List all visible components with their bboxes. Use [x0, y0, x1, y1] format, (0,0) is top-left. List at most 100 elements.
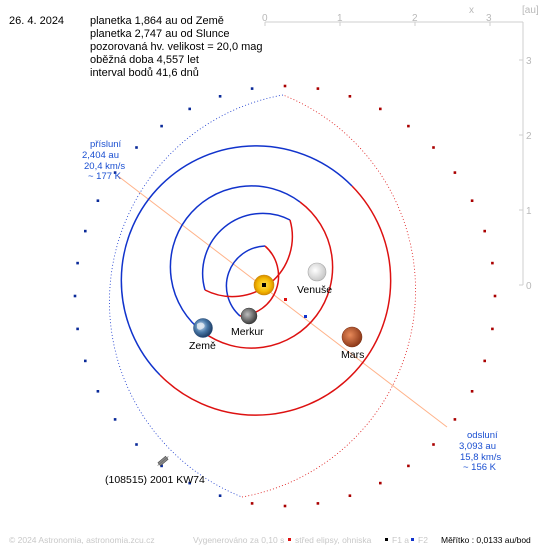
orbit-point	[135, 146, 138, 149]
venus-icon	[307, 262, 327, 282]
orbit-point	[76, 327, 79, 331]
header: 26. 4. 2024 planetka 1,864 au od Země pl…	[9, 15, 263, 79]
orbit-point	[283, 504, 287, 508]
orbit-point	[432, 443, 435, 446]
perihelion-annotation: přísluní 2,404 au 20,4 km/s ~ 177 K	[82, 139, 125, 182]
orbit-point	[316, 87, 320, 90]
venus-orbit-blue	[201, 212, 291, 291]
orbit-point	[96, 199, 100, 202]
venus-label: Venuše	[297, 284, 332, 296]
generated-text: Vygenerováno za 0,10 s	[193, 535, 284, 545]
legend-f2-marker	[411, 538, 414, 541]
earth: Země	[189, 318, 216, 352]
orbit-point	[453, 171, 457, 174]
mars-orbit-red	[159, 185, 392, 416]
mercury-icon	[240, 307, 258, 325]
orbit-point	[491, 327, 494, 331]
orbit-point	[483, 359, 486, 363]
mercury-orbit-blue	[225, 245, 266, 317]
orbit-point	[348, 95, 352, 98]
x-axis-label: x	[469, 5, 474, 16]
asteroid-name: (108515) 2001 KW74	[105, 474, 205, 486]
y-tick-3: 3	[526, 56, 532, 67]
unit-label: [au]	[522, 5, 539, 16]
orbit-point	[188, 481, 191, 485]
orbit-point	[76, 261, 79, 265]
mars-orbit-blue	[120, 145, 353, 376]
orbit-point	[84, 359, 87, 363]
orbit-point	[379, 481, 382, 485]
x-tick-3: 3	[486, 13, 492, 24]
orbit-point	[84, 229, 87, 233]
orbit-point	[470, 390, 474, 393]
aphelion-speed: 15,8 km/s	[460, 452, 501, 463]
orbit-point	[316, 502, 320, 505]
apsis-line	[117, 175, 448, 428]
y-axis: 3 2 1 0	[519, 56, 532, 292]
asteroid-orbit	[73, 84, 497, 508]
asteroid-icon	[157, 455, 169, 467]
orbit-point	[379, 107, 382, 111]
info-line-3: pozorovaná hv. velikost = 20,0 mag	[90, 41, 263, 53]
info-line-5: interval bodů 41,6 dnů	[90, 67, 199, 79]
orbit-point	[96, 390, 100, 393]
legend-f2-text: F2	[418, 535, 428, 545]
venus-orbit-red	[204, 219, 294, 298]
y-tick-1: 1	[526, 206, 532, 217]
asteroid-orbit-red	[241, 94, 416, 498]
perihelion-title: přísluní	[90, 139, 122, 150]
y-tick-0: 0	[526, 281, 532, 292]
asteroid-orbit-blue	[109, 94, 284, 498]
orbit-point	[135, 443, 138, 446]
sun-focus-marker	[262, 283, 266, 287]
mercury: Merkur	[231, 307, 264, 338]
aphelion-title: odsluní	[467, 430, 498, 441]
orbit-point	[348, 494, 352, 497]
orbit-point	[283, 84, 287, 88]
mars-icon	[341, 326, 363, 348]
orbit-point	[470, 199, 474, 202]
earth-orbit-red	[202, 201, 334, 349]
orbit-point	[407, 124, 410, 128]
orbit-point	[407, 464, 410, 468]
perihelion-temperature: ~ 177 K	[88, 171, 122, 182]
legend-center-text: střed elipsy, ohniska	[295, 535, 372, 545]
info-line-2: planetka 2,747 au od Slunce	[90, 28, 229, 40]
earth-orbit-blue	[169, 185, 301, 333]
x-tick-0: 0	[262, 13, 268, 24]
orbit-point	[160, 464, 163, 468]
orbit-point	[113, 171, 117, 174]
legend-f1-marker	[385, 538, 388, 541]
orbit-point	[453, 418, 457, 421]
aphelion-temperature: ~ 156 K	[463, 462, 497, 473]
mars: Mars	[341, 326, 364, 361]
y-tick-2: 2	[526, 131, 532, 142]
orbit-point	[493, 294, 497, 298]
focus-f2-marker	[304, 315, 307, 318]
orbit-point	[250, 87, 254, 90]
legend-center-marker	[288, 538, 291, 541]
orbit-point	[188, 107, 191, 111]
perihelion-speed: 20,4 km/s	[84, 161, 125, 172]
asteroid-orbit-points	[73, 84, 497, 508]
orbit-point	[73, 294, 77, 298]
asteroid: (108515) 2001 KW74	[105, 455, 205, 486]
aphelion-distance: 3,093 au	[459, 441, 496, 452]
aphelion-annotation: odsluní 3,093 au 15,8 km/s ~ 156 K	[459, 430, 501, 473]
orbit-point	[113, 418, 117, 421]
ellipse-center-marker	[284, 298, 287, 301]
perihelion-distance: 2,404 au	[82, 150, 119, 161]
orbit-point	[250, 502, 254, 505]
orbit-point	[218, 494, 222, 497]
footer: © 2024 Astronomia, astronomia.zcu.cz Vyg…	[9, 535, 531, 545]
orbit-point	[218, 95, 222, 98]
info-line-4: oběžná doba 4,557 let	[90, 54, 199, 66]
date-label: 26. 4. 2024	[9, 15, 64, 27]
x-tick-1: 1	[337, 13, 343, 24]
x-axis: 0 1 2 3 x [au]	[262, 5, 539, 26]
orbit-point	[160, 124, 163, 128]
copyright-text: © 2024 Astronomia, astronomia.zcu.cz	[9, 535, 155, 545]
x-tick-2: 2	[412, 13, 418, 24]
scale-text: Měřítko : 0,0133 au/bod	[441, 535, 531, 545]
